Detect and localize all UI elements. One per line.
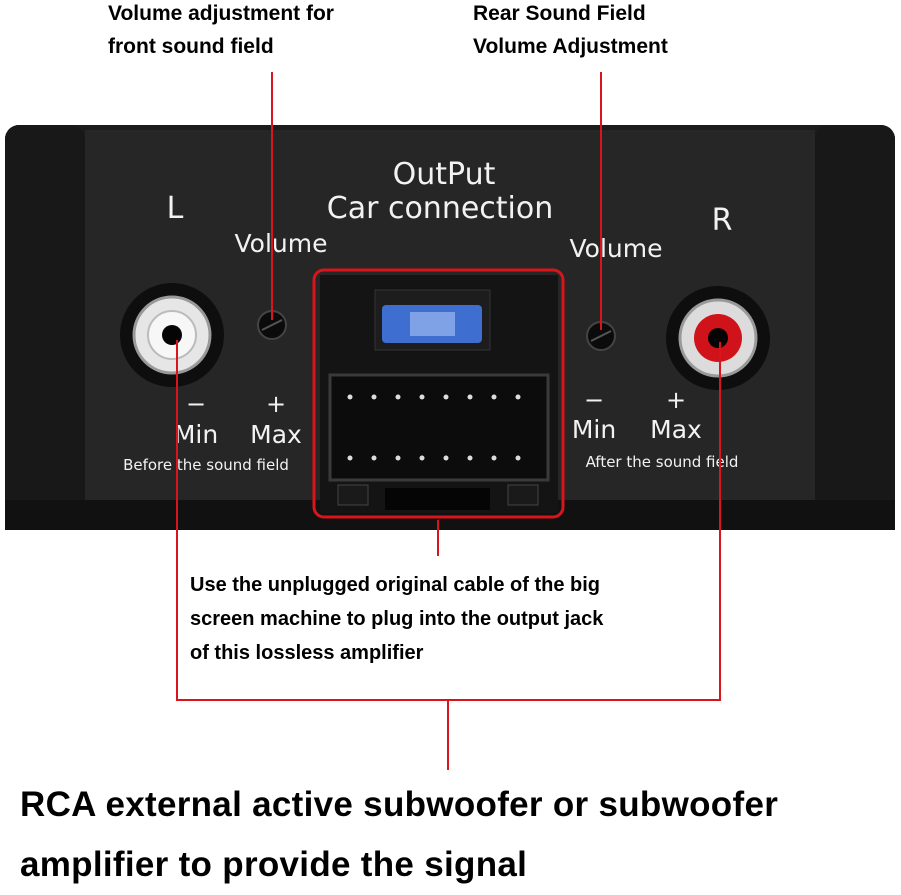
rear-volume-callout: Rear Sound Field Volume Adjustment bbox=[473, 0, 668, 63]
callout-line: RCA external active subwoofer or subwoof… bbox=[20, 785, 779, 824]
callout-line: front sound field bbox=[108, 35, 274, 58]
front-volume-callout: Volume adjustment for front sound field bbox=[108, 0, 334, 63]
left-flange bbox=[5, 125, 85, 530]
right-rca-jack bbox=[666, 286, 770, 390]
right-volume-label: Volume bbox=[570, 234, 663, 263]
right-caption: After the sound field bbox=[586, 453, 739, 471]
left-minus: − bbox=[186, 390, 206, 418]
left-caption: Before the sound field bbox=[123, 456, 289, 474]
left-max-label: Max bbox=[250, 420, 302, 449]
right-flange bbox=[815, 125, 895, 530]
output-subtitle: Car connection bbox=[327, 191, 554, 226]
left-volume-label: Volume bbox=[235, 229, 328, 258]
callout-line: Volume adjustment for bbox=[108, 2, 334, 25]
callout-line: Use the unplugged original cable of the … bbox=[190, 574, 601, 596]
callout-line: Rear Sound Field bbox=[473, 2, 646, 25]
right-minus: − bbox=[584, 386, 604, 414]
pin-block bbox=[328, 373, 550, 482]
left-plus: + bbox=[266, 390, 286, 418]
annotation-lines bbox=[176, 72, 721, 770]
right-max-label: Max bbox=[650, 415, 702, 444]
connector-highlight bbox=[312, 268, 565, 519]
right-min-label: Min bbox=[572, 415, 616, 444]
callout-line: Volume Adjustment bbox=[473, 35, 668, 58]
callout-line: amplifier to provide the signal bbox=[20, 845, 528, 884]
output-title: OutPut bbox=[393, 157, 496, 192]
right-channel-label: R bbox=[712, 203, 733, 238]
output-cable-callout: Use the unplugged original cable of the … bbox=[190, 568, 603, 670]
left-channel-label: L bbox=[167, 191, 184, 226]
left-rca-jack bbox=[120, 283, 224, 387]
output-connector bbox=[312, 268, 565, 519]
callout-line: of this lossless amplifier bbox=[190, 642, 424, 664]
right-plus: + bbox=[666, 386, 686, 414]
callout-line: screen machine to plug into the output j… bbox=[190, 608, 604, 630]
left-min-label: Min bbox=[174, 420, 218, 449]
rca-signal-callout: RCA external active subwoofer or subwoof… bbox=[20, 775, 778, 895]
